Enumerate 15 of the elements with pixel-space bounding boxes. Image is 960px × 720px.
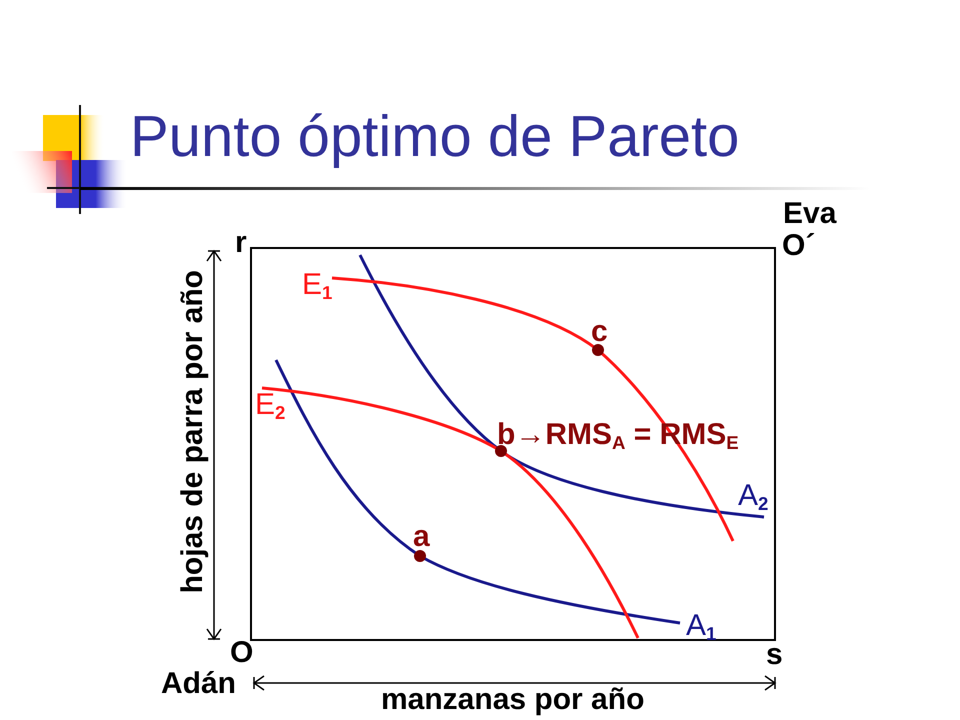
axis-label: manzanas por año xyxy=(381,685,644,715)
curve-label: A$_{2}$ xyxy=(738,481,768,511)
point-label: c xyxy=(591,317,608,347)
axis-end-label: r xyxy=(235,228,247,258)
origin-label: O´ xyxy=(782,231,816,261)
curve-label: E$_{1}$ xyxy=(302,270,332,300)
point-label: a xyxy=(413,522,430,552)
corner-label: Adán xyxy=(161,669,236,699)
axis-end-label: s xyxy=(766,640,783,670)
origin-label: O xyxy=(230,638,254,668)
curve-label: E$_{2}$ xyxy=(255,390,286,420)
corner-label: Eva xyxy=(783,199,836,229)
slide-title: Punto óptimo de Pareto xyxy=(130,108,740,166)
axis-label: hojas de parra por año xyxy=(178,270,208,594)
curve-label: A$_{1}$ xyxy=(686,611,716,641)
